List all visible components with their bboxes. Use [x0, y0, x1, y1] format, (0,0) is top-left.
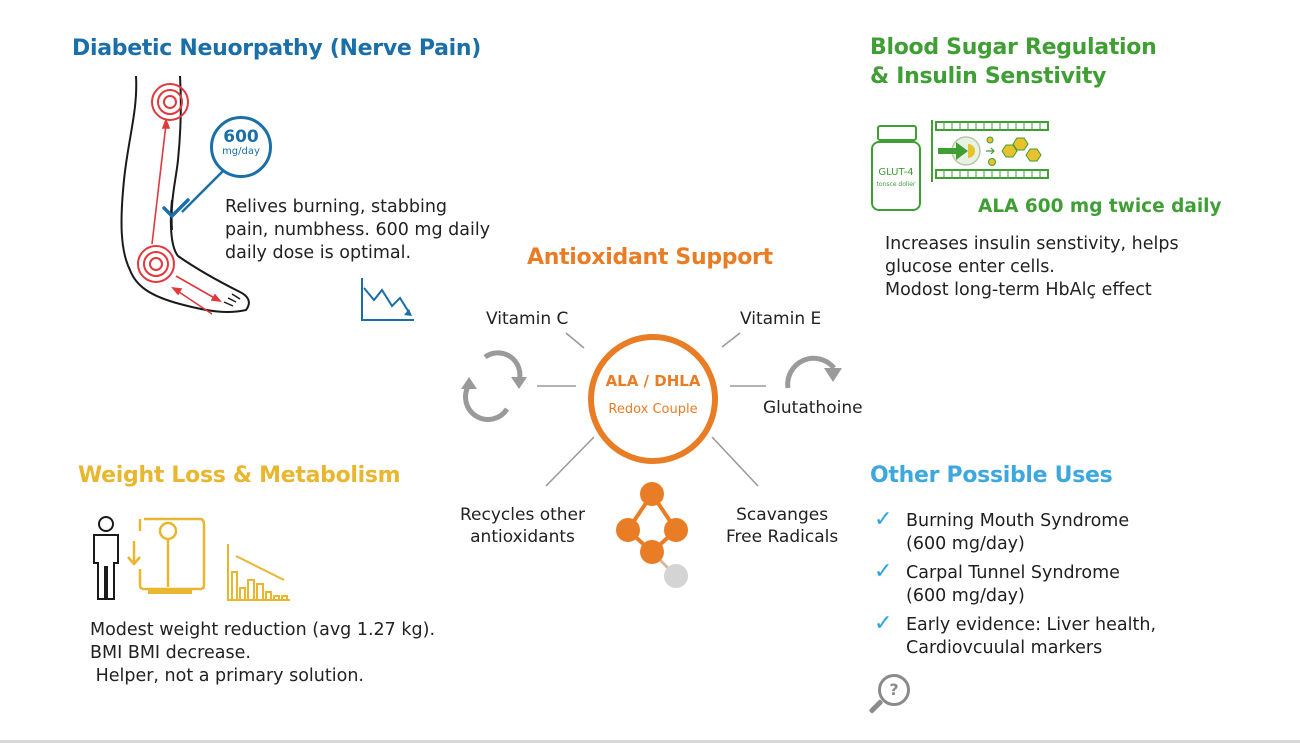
leg-pain-icon [120, 75, 250, 315]
glucose-transport-icon [931, 120, 1049, 182]
blood-sugar-title-line-1: Blood Sugar Regulation [870, 35, 1157, 60]
scavenges-line-1: Scavanges [736, 505, 829, 525]
bottle-sublabel: tonsce dolier [876, 181, 916, 188]
use-item-detail: Cardiovcuulal markers [906, 638, 1103, 658]
weight-line-2: BMI BMI decrease. [90, 643, 251, 663]
weight-line-1: Modest weight reduction (avg 1.27 kg). [90, 620, 436, 640]
question-mark: ? [878, 674, 910, 706]
scale-icon [127, 517, 206, 594]
checkmark-icon: ✓ [874, 559, 893, 584]
neuropathy-line-3: daily dose is optimal. [225, 243, 412, 263]
checkmark-icon: ✓ [874, 507, 893, 532]
glutathione-label: Glutathoine [763, 398, 863, 418]
weight-description: Modest weight reduction (avg 1.27 kg). B… [90, 619, 435, 688]
dose-unit: mg/day [222, 146, 260, 157]
use-item: ✓ Early evidence: Liver health, Cardiovc… [872, 611, 1157, 660]
molecule-icon [616, 482, 688, 588]
magnifier-question-icon: ? [868, 672, 914, 718]
bottle-label: GLUT-4 [878, 167, 914, 178]
scavenges-label: Scavanges Free Radicals [726, 504, 838, 548]
weight-line-3: Helper, not a primary solution. [90, 666, 364, 686]
recycle-arrows-icon [461, 350, 527, 422]
use-item-title: Carpal Tunnel Syndrome [906, 563, 1120, 583]
use-item: ✓ Carpal Tunnel Syndrome (600 mg/day) [872, 559, 1156, 608]
recycles-line-1: Recycles other [460, 505, 585, 525]
person-icon [93, 516, 119, 600]
use-item-title: Burning Mouth Syndrome [906, 511, 1130, 531]
neuropathy-line-1: Relives burning, stabbing [225, 197, 448, 217]
supplement-bottle-icon: GLUT-4 tonsce dolier [871, 125, 921, 211]
dose-value: 600 [223, 127, 259, 147]
neuropathy-title: Diabetic Neuorpathy (Nerve Pain) [72, 36, 482, 61]
dose-badge: 600 mg/day [210, 116, 272, 178]
blood-sugar-title: Blood Sugar Regulation & Insulin Senstiv… [870, 33, 1157, 91]
antioxidant-connectors [537, 332, 766, 487]
blood-sugar-description: Increases insulin senstivity, helps gluc… [885, 233, 1179, 302]
use-item-detail: (600 mg/day) [906, 534, 1025, 554]
blood-sugar-line-2: glucose enter cells. [885, 257, 1055, 277]
bottom-divider [0, 740, 1300, 743]
vitamin-e-label: Vitamin E [740, 309, 822, 329]
cycle-arrow-icon [785, 355, 842, 389]
weight-decline-chart-icon [227, 544, 290, 601]
checkmark-icon: ✓ [874, 611, 893, 636]
center-sub-label: Redox Couple [608, 402, 698, 417]
vitamin-c-label: Vitamin C [486, 309, 569, 329]
blood-sugar-line-1: Increases insulin senstivity, helps [885, 234, 1179, 254]
use-item: ✓ Burning Mouth Syndrome (600 mg/day) [872, 507, 1156, 556]
blood-sugar-dosage: ALA 600 mg twice daily [978, 196, 1222, 217]
antioxidant-title: Antioxidant Support [527, 245, 773, 270]
other-uses-title: Other Possible Uses [870, 463, 1113, 488]
blood-sugar-title-line-2: & Insulin Senstivity [870, 64, 1107, 89]
use-item-detail: (600 mg/day) [906, 586, 1025, 606]
recycles-line-2: antioxidants [470, 527, 575, 547]
recycles-label: Recycles other antioxidants [460, 504, 585, 548]
checkmark-icon [162, 198, 190, 219]
use-item-title: Early evidence: Liver health, [906, 615, 1157, 635]
neuropathy-line-2: pain, numbhess. 600 mg daily [225, 220, 491, 240]
scavenges-line-2: Free Radicals [726, 527, 839, 547]
dose-connector [162, 169, 225, 219]
center-main-label: ALA / DHLA [605, 372, 701, 390]
ala-dhla-center-circle: ALA / DHLA Redox Couple [588, 334, 718, 464]
declining-chart-icon [361, 278, 414, 321]
neuropathy-description: Relives burning, stabbing pain, numbhess… [225, 196, 490, 265]
other-uses-list: ✓ Burning Mouth Syndrome (600 mg/day) ✓ … [872, 507, 1157, 666]
weight-title: Weight Loss & Metabolism [78, 463, 401, 488]
blood-sugar-line-3: Modost long-term HbAlç effect [885, 280, 1152, 300]
